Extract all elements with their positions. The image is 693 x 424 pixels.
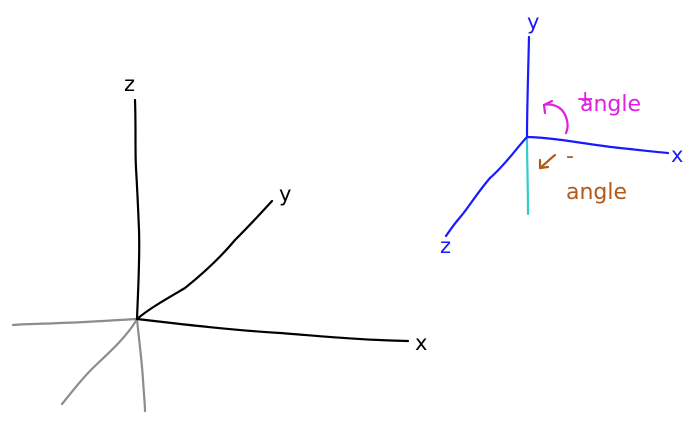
negative-angle-label: angle xyxy=(566,180,627,205)
left-negative-x-axis xyxy=(11,317,139,327)
left-axes-group: z y x xyxy=(11,72,427,413)
left-y-label: y xyxy=(279,182,291,206)
negative-angle-sign: - xyxy=(566,144,574,169)
right-axes-group: y x z + angle - angle xyxy=(440,10,683,258)
positive-angle-label: angle xyxy=(580,92,641,117)
left-z-label: z xyxy=(124,72,135,96)
positive-angle-arrow-icon xyxy=(542,99,569,135)
right-y-label: y xyxy=(527,10,539,34)
right-negative-y-axis xyxy=(525,135,530,216)
left-y-axis xyxy=(135,199,274,321)
right-z-label: z xyxy=(440,234,451,258)
left-negative-y-axis xyxy=(135,317,147,413)
left-x-axis xyxy=(135,317,410,343)
negative-angle-arrow-icon xyxy=(538,153,557,170)
left-x-label: x xyxy=(415,331,427,355)
right-y-axis xyxy=(525,35,531,139)
right-x-axis xyxy=(525,135,670,155)
right-x-label: x xyxy=(671,143,683,167)
right-z-axis xyxy=(444,135,529,238)
left-z-axis xyxy=(133,98,141,321)
left-negative-z-axis xyxy=(60,317,139,406)
positive-angle-sign: + xyxy=(576,87,594,112)
